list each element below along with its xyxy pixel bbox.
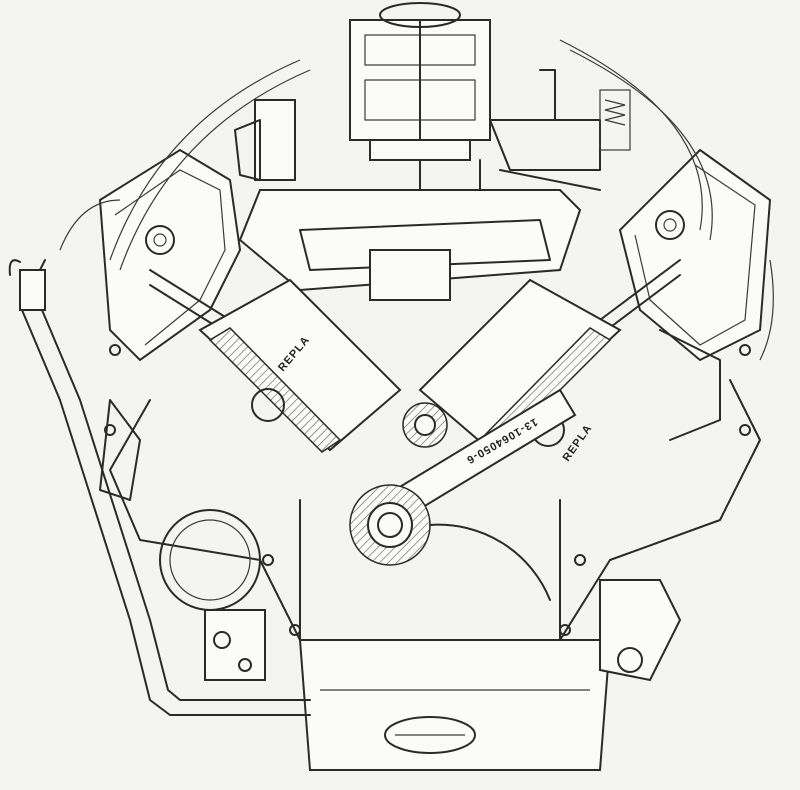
right-cylinder-head (599, 148, 772, 362)
dipstick-tube (8, 259, 311, 716)
left-accessories (99, 399, 266, 681)
throttle-linkage (489, 69, 631, 171)
right-accessories (599, 329, 721, 682)
bolts (104, 344, 751, 636)
oil-pan (298, 639, 612, 771)
carburetor (349, 2, 491, 161)
intake-manifold (238, 159, 601, 301)
distributor (234, 99, 296, 181)
ignition-wires (59, 39, 774, 361)
right-bank-mark: REPLA (561, 422, 595, 464)
